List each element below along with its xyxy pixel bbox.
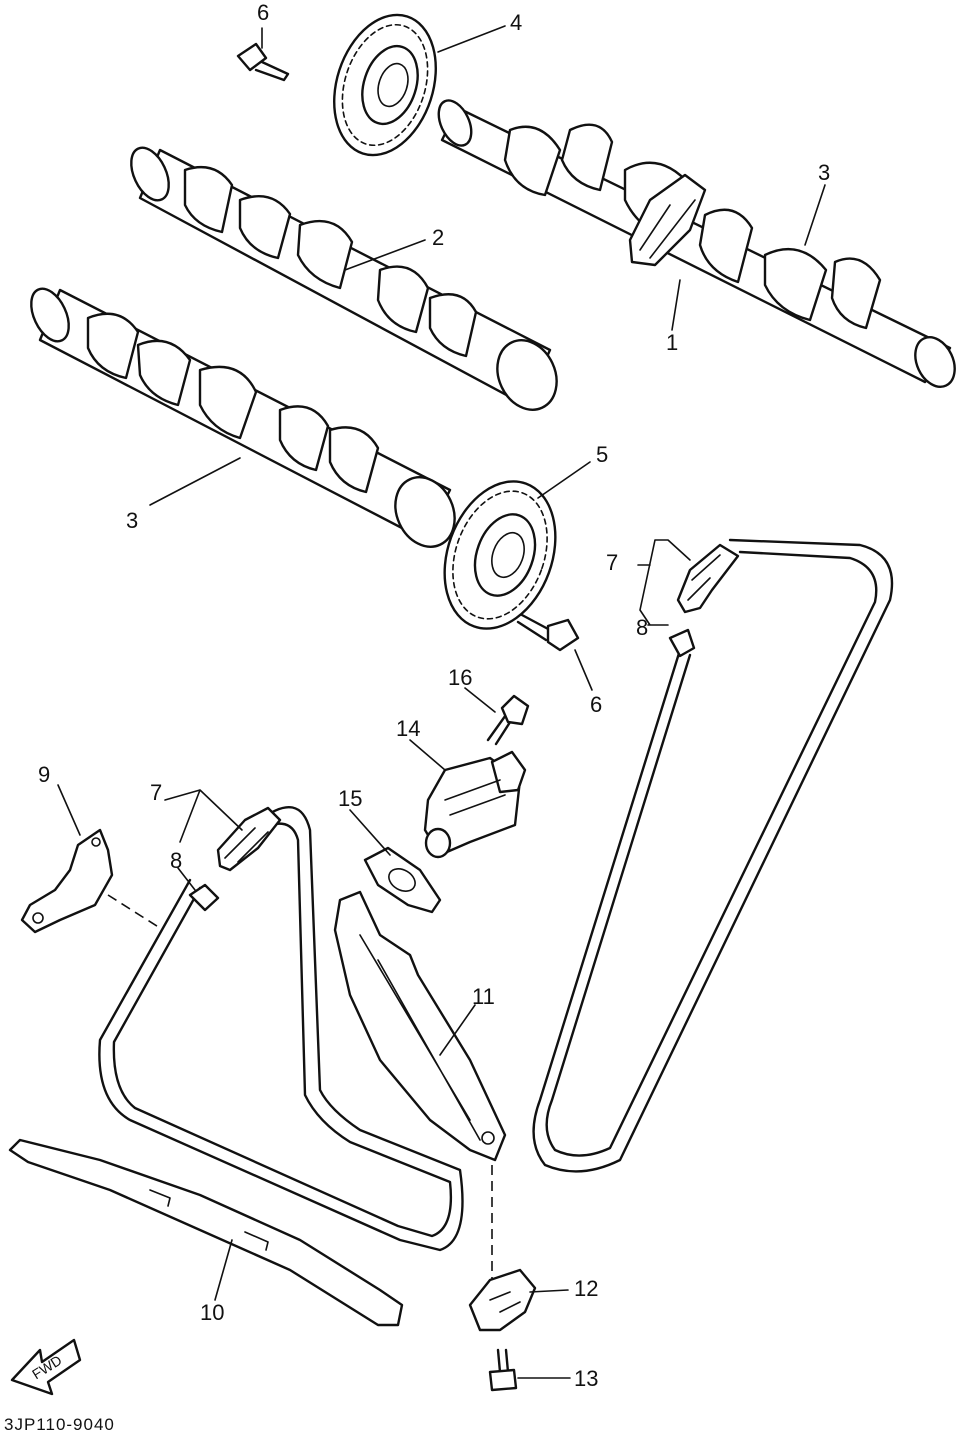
cam-sprocket-4 — [333, 13, 437, 157]
callout-10: 10 — [200, 1300, 224, 1325]
callout-8-right: 8 — [636, 615, 648, 640]
callout-7-left: 7 — [150, 780, 162, 805]
chain-clip-8-right — [668, 628, 696, 658]
callout-7-right: 7 — [606, 550, 618, 575]
callout-15: 15 — [338, 786, 362, 811]
callout-5: 5 — [596, 442, 608, 467]
callout-6-middle: 6 — [590, 692, 602, 717]
cam-chain-right — [532, 538, 894, 1173]
camshaft-3-lower — [30, 287, 456, 548]
diagram-code: 3JP110-9040 — [4, 1415, 115, 1434]
bolt-16 — [486, 694, 530, 746]
callout-12: 12 — [574, 1276, 598, 1301]
bolt-6-top — [236, 42, 290, 82]
gasket-15 — [363, 846, 442, 914]
cam-chain-left — [98, 805, 464, 1252]
fwd-arrow-icon: FWD — [10, 1338, 82, 1396]
leader-lines — [57, 25, 826, 1379]
tensioner-arm-11 — [333, 890, 507, 1162]
bracket-12 — [468, 1268, 537, 1332]
callout-3-lower: 3 — [126, 508, 138, 533]
callout-13: 13 — [574, 1366, 598, 1391]
master-link-7-left — [216, 806, 282, 872]
chain-guide-9 — [20, 828, 114, 934]
bolt-13 — [488, 1348, 518, 1392]
callout-4: 4 — [510, 10, 522, 35]
guide-9-leader-dashed — [107, 894, 161, 929]
master-link-7-right — [676, 543, 740, 614]
callout-16: 16 — [448, 665, 472, 690]
callout-1: 1 — [666, 330, 678, 355]
callout-8-left: 8 — [170, 848, 182, 873]
camshaft-2 — [130, 146, 558, 411]
chain-guide-10 — [8, 1138, 404, 1327]
diagram-code-group: 3JP110-9040 — [4, 1415, 115, 1434]
callout-labels: 6 4 3 2 1 3 5 7 8 6 16 14 9 7 15 8 11 12… — [38, 0, 830, 1391]
chain-clip-8-left — [188, 883, 220, 912]
callout-11: 11 — [472, 984, 495, 1009]
callout-2: 2 — [432, 225, 444, 250]
cam-cap-1 — [628, 173, 707, 267]
tensioner-14 — [423, 750, 527, 859]
callout-3: 3 — [818, 160, 830, 185]
callout-6: 6 — [257, 0, 269, 25]
cam-sprocket-5 — [443, 480, 557, 630]
bolt-6-middle — [516, 613, 580, 652]
callout-14: 14 — [396, 716, 420, 741]
callout-9: 9 — [38, 762, 50, 787]
